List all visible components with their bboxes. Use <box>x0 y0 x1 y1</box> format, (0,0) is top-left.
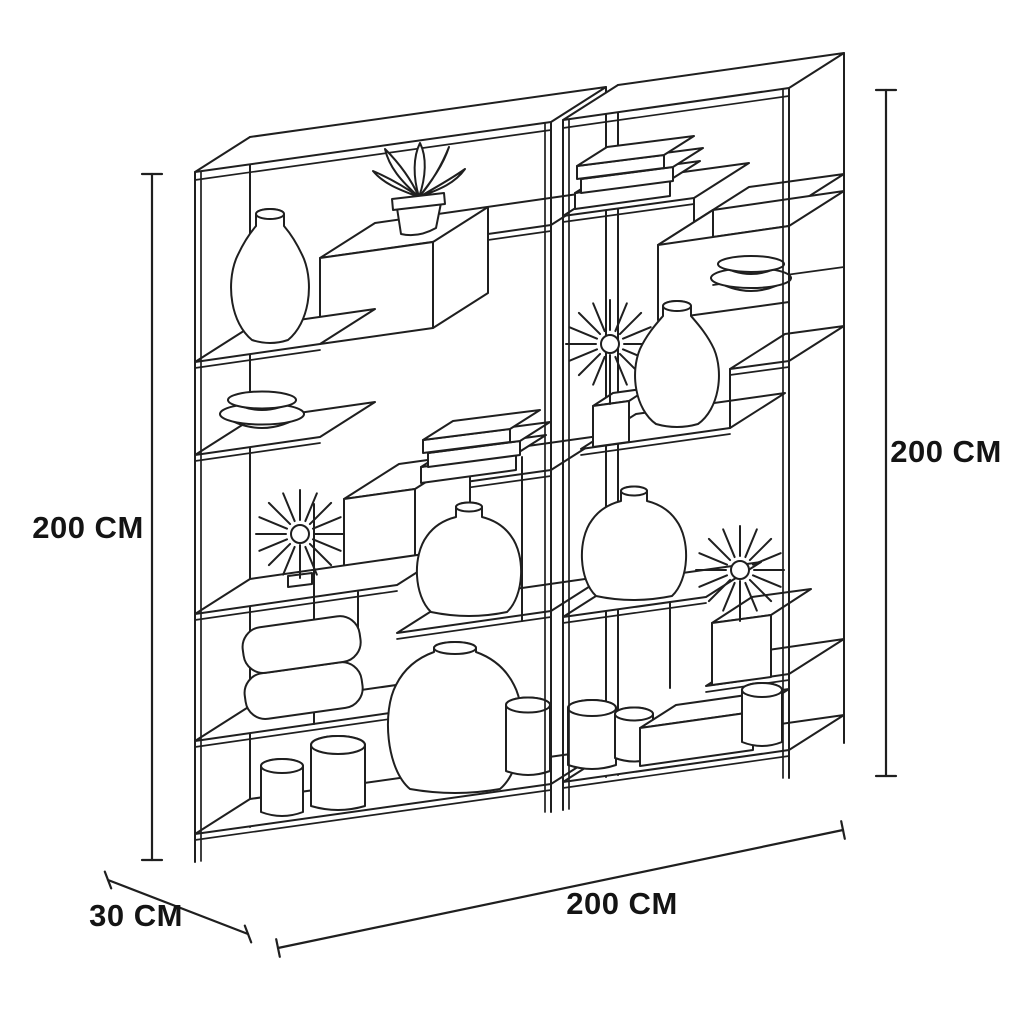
dimension-width: 200 CM <box>275 820 846 958</box>
books-stack <box>420 409 551 484</box>
left-unit-top-face <box>194 86 607 173</box>
books-stack <box>574 135 704 210</box>
left-unit <box>194 86 607 863</box>
large-belly-vase <box>386 641 524 794</box>
depth-label: 30 CM <box>89 898 183 933</box>
right-unit-shelves <box>521 162 845 789</box>
dimension-height-left: 200 CM <box>32 172 164 862</box>
right-unit <box>521 52 845 811</box>
tall-vase <box>230 208 310 344</box>
dimension-depth: 30 CM <box>89 870 253 944</box>
right-unit-top-face <box>562 52 845 121</box>
rolled-towels <box>241 615 364 720</box>
width-label: 200 CM <box>566 886 678 921</box>
potted-plant <box>372 142 466 237</box>
round-jug-vase <box>416 501 522 617</box>
bowl-pair <box>219 390 305 429</box>
sunburst-ornament <box>565 299 655 448</box>
height-right-label: 200 CM <box>890 434 1002 469</box>
height-left-label: 200 CM <box>32 510 144 545</box>
left-unit-front-frame <box>194 121 552 863</box>
dimension-height-right: 200 CM <box>874 88 1002 778</box>
sunburst-ornament-on-box <box>695 525 812 686</box>
candle-cylinder <box>741 682 783 747</box>
tall-vase <box>634 300 720 428</box>
candle-cylinders <box>260 696 551 817</box>
candle-cylinders <box>567 699 654 770</box>
bowl-pair <box>710 255 792 292</box>
right-unit-front-frame <box>562 87 790 811</box>
sunburst-ornament <box>255 489 345 588</box>
round-jug-vase <box>581 485 687 601</box>
